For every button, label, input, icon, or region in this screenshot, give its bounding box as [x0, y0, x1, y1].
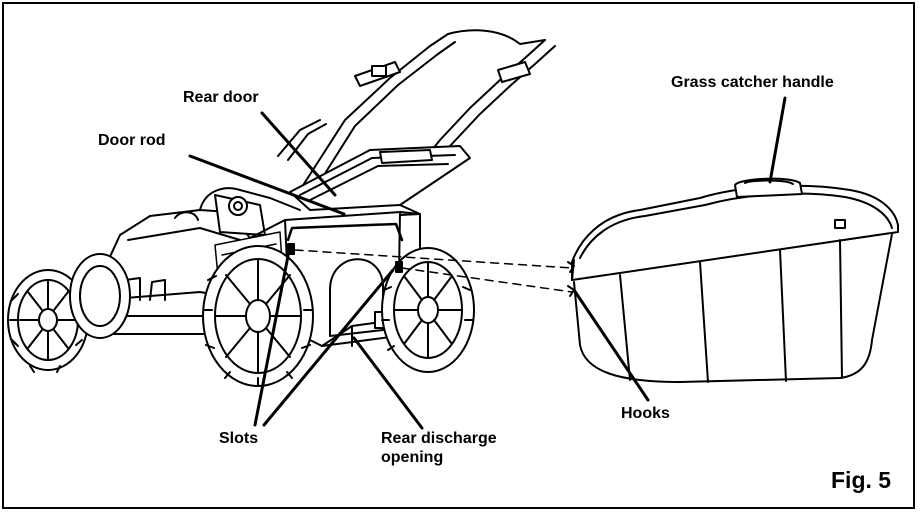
rear-door [289, 145, 471, 219]
rear-right-wheel [381, 247, 475, 373]
slots-marks [287, 243, 403, 273]
door-rod-label: Door rod [98, 132, 166, 149]
rear-left-wheel [202, 245, 314, 387]
rear-door-label: Rear door [183, 89, 259, 106]
alignment-lines [294, 249, 573, 293]
slots-label: Slots [219, 430, 259, 447]
hooks-label: Hooks [621, 405, 670, 422]
leader-lines [188, 96, 787, 430]
door-rod [286, 222, 404, 242]
rear-discharge-opening-label: Rear discharge opening [381, 429, 497, 467]
rear-discharge-line-1: Rear discharge [381, 430, 497, 447]
rear-discharge-line-2: opening [381, 449, 444, 466]
grass-catcher [571, 177, 899, 383]
figure-number: Fig. 5 [831, 467, 892, 493]
front-right-wheel [69, 253, 131, 339]
grass-catcher-handle-label: Grass catcher handle [671, 74, 834, 91]
figure-frame [2, 2, 915, 509]
